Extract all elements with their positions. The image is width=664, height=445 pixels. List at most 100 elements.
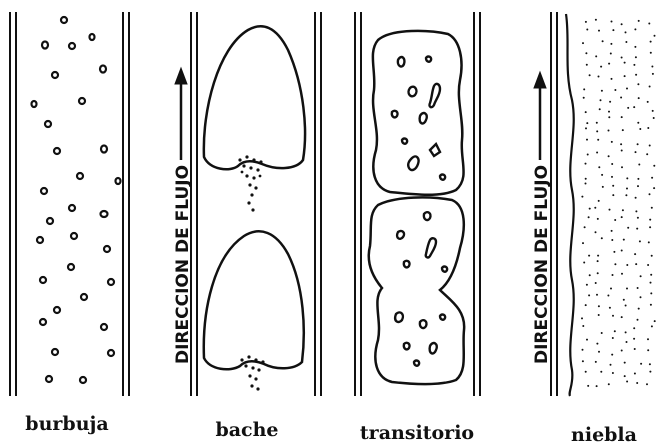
liquid-film-niebla: [566, 14, 574, 396]
mist-droplet: [647, 127, 649, 129]
mist-droplet: [649, 193, 651, 195]
mist-droplet: [635, 263, 637, 265]
mist-droplet: [601, 332, 603, 334]
label-bache: bache: [215, 419, 278, 441]
mist-droplet: [597, 139, 599, 141]
mist-droplet: [646, 383, 648, 385]
mist-droplet: [583, 88, 585, 90]
mist-droplet: [585, 304, 587, 306]
mist-droplet: [620, 97, 622, 99]
mist-droplet: [596, 122, 598, 124]
mist-droplet: [598, 314, 600, 316]
mist-droplet: [586, 122, 588, 124]
mist-droplet: [648, 241, 650, 243]
mist-droplet: [582, 242, 584, 244]
mist-droplet: [638, 308, 640, 310]
mist-droplet: [588, 294, 590, 296]
mist-droplet: [614, 330, 616, 332]
mist-droplet: [595, 231, 597, 233]
mist-droplet: [625, 194, 627, 196]
mist-droplet: [634, 46, 636, 48]
mist-droplet: [589, 208, 591, 210]
mist-droplet: [647, 349, 649, 351]
mist-droplet: [598, 351, 600, 353]
mist-droplet: [598, 305, 600, 307]
mist-droplet: [611, 163, 613, 165]
mist-droplet: [638, 97, 640, 99]
mist-droplet: [610, 43, 612, 45]
label-niebla: niebla: [571, 424, 637, 445]
mist-droplet: [625, 31, 627, 33]
mist-droplet: [647, 101, 649, 103]
mist-droplet: [621, 273, 623, 275]
mist-droplet: [651, 207, 653, 209]
mist-droplet: [585, 111, 587, 113]
mist-droplet: [650, 41, 652, 43]
mist-droplet: [640, 275, 642, 277]
mist-droplet: [585, 163, 587, 165]
mist-droplet: [602, 186, 604, 188]
mist-droplet: [647, 264, 649, 266]
mist-droplet: [601, 237, 603, 239]
mist-droplet: [621, 166, 623, 168]
mist-droplet: [626, 88, 628, 90]
mist-droplet: [608, 383, 610, 385]
mist-droplet: [600, 99, 602, 101]
mist-droplet: [654, 35, 656, 37]
mist-droplet: [639, 128, 641, 130]
mist-droplet: [586, 64, 588, 66]
mist-droplet: [613, 251, 615, 253]
churn-gas-pockets: [369, 31, 464, 384]
mist-droplet: [639, 240, 641, 242]
mist-droplet: [625, 41, 627, 43]
mist-droplet: [649, 363, 651, 365]
mist-droplet: [636, 382, 638, 384]
mist-droplet: [608, 116, 610, 118]
mist-droplet: [646, 153, 648, 155]
mist-droplet: [625, 305, 627, 307]
mist-droplet: [636, 228, 638, 230]
mist-droplet: [597, 255, 599, 257]
mist-droplet: [612, 372, 614, 374]
mist-droplet: [637, 287, 639, 289]
mist-droplet: [611, 176, 613, 178]
mist-droplet: [650, 274, 652, 276]
mist-droplet: [624, 75, 626, 77]
mist-droplet: [653, 187, 655, 189]
mist-droplet: [598, 166, 600, 168]
mist-droplet: [587, 385, 589, 387]
mist-droplet: [654, 320, 656, 322]
mist-droplet: [653, 165, 655, 167]
mist-droplet: [608, 63, 610, 65]
flow-direction-label-left: DIRECCION DE FLUJO: [173, 165, 193, 364]
mist-droplet: [598, 200, 600, 202]
mist-droplet: [595, 55, 597, 57]
mist-droplet: [650, 292, 652, 294]
mist-droplet: [621, 116, 623, 118]
mist-droplet: [633, 338, 635, 340]
mist-droplet: [602, 40, 604, 42]
mist-droplet: [647, 338, 649, 340]
mist-droplet: [611, 354, 613, 356]
mist-droplet: [648, 23, 650, 25]
mist-droplet: [599, 108, 601, 110]
mist-droplet: [583, 262, 585, 264]
mist-droplet: [620, 143, 622, 145]
mist-droplet: [649, 145, 651, 147]
mist-droplet: [582, 349, 584, 351]
mist-droplet: [589, 274, 591, 276]
mist-droplet: [626, 177, 628, 179]
mist-droplet: [611, 230, 613, 232]
mist-droplet: [624, 375, 626, 377]
mist-droplet: [635, 151, 637, 153]
mist-droplet: [596, 294, 598, 296]
mist-droplet: [651, 325, 653, 327]
mist-droplet: [586, 29, 588, 31]
flow-arrow-bache: [175, 68, 187, 160]
mist-droplet: [635, 197, 637, 199]
mist-droplet: [596, 152, 598, 154]
mist-droplet: [624, 362, 626, 364]
mist-droplet: [649, 219, 651, 221]
mist-droplet: [633, 64, 635, 66]
mist-droplet: [621, 250, 623, 252]
